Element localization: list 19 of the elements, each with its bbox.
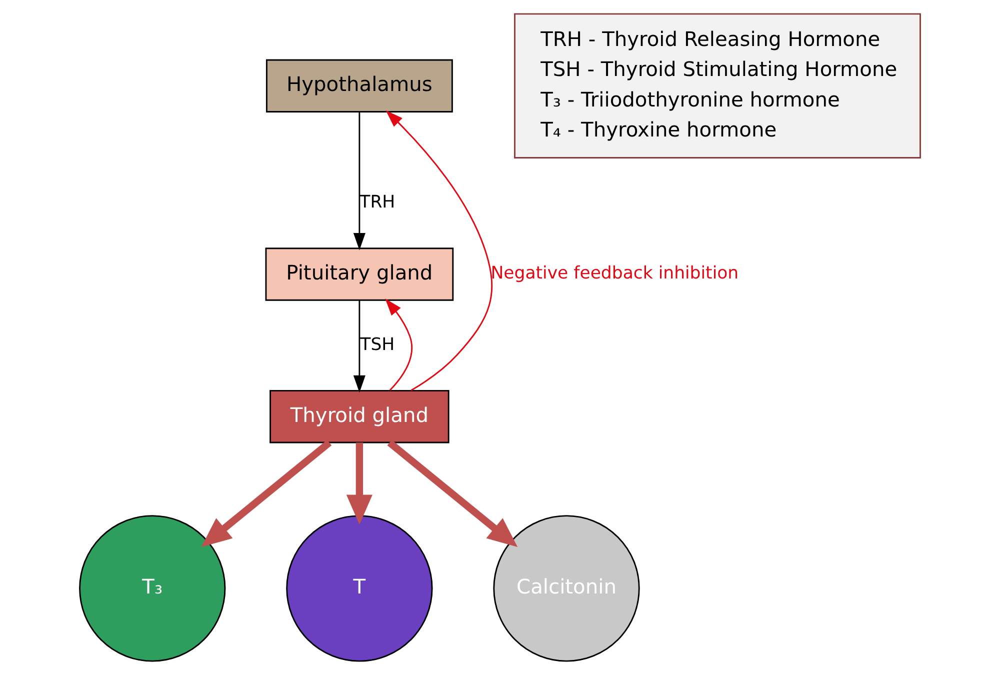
label: T₄ - Thyroxine hormone [540, 117, 777, 142]
edge-label: TSH [360, 334, 395, 355]
node-circle: T [286, 515, 433, 662]
node-box: Thyroid gland [270, 390, 450, 444]
arrow [386, 110, 493, 392]
arrow [201, 440, 332, 548]
arrow [387, 440, 518, 548]
arrow [353, 112, 366, 250]
arrow [353, 300, 366, 393]
node-circle: T₃ [79, 515, 226, 662]
edge-label: TRH [360, 192, 396, 213]
edge-label: Negative feedback inhibition [490, 264, 739, 284]
node-box: Hypothalamus [266, 59, 453, 112]
node-box: Pituitary gland [265, 248, 454, 301]
arrow [385, 298, 412, 391]
label: TSH - Thyroid Stimulating Hormone [540, 57, 898, 82]
label: TRH - Thyroid Releasing Hormone [540, 26, 880, 51]
label: T₃ - Triiodothyronine hormone [540, 87, 840, 112]
arrow [346, 442, 372, 525]
